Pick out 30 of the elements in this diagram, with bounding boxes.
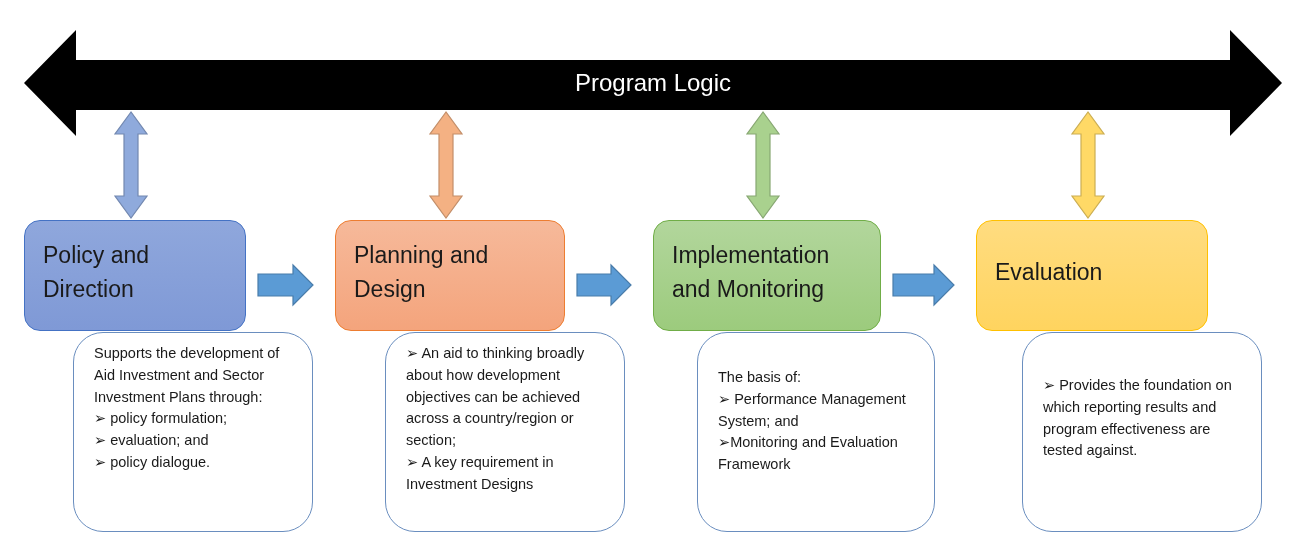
description-text: The basis of: [718, 368, 802, 387]
description-text: ➢ Provides the foundation on which reporting results and program effectiveness are tested against. [1043, 376, 1233, 461]
description-text: Supports the development of Aid Investment and Sector Investment Plans through: [94, 344, 281, 407]
stage-title: Policy and Direction [43, 241, 151, 304]
description-text: ➢ policy formulation; [94, 409, 229, 429]
double-arrow [113, 110, 149, 220]
stage-title: Evaluation [995, 257, 1103, 287]
description-text: ➢ An aid to thinking broadly about how development objectives can be achieved across a country/region or section; [406, 344, 586, 450]
stage-box [653, 220, 881, 331]
description-box [385, 332, 625, 532]
description-box [697, 332, 935, 532]
description-box [1022, 332, 1262, 532]
description-box [73, 332, 313, 532]
block-arrow [576, 263, 632, 307]
stage-box [24, 220, 246, 331]
double-arrow [428, 110, 464, 220]
description-text: ➢ A key requirement in Investment Designs [406, 452, 555, 494]
stage-title: Planning and Design [354, 241, 490, 304]
stage-box [335, 220, 565, 331]
block-arrow [257, 263, 314, 307]
block-arrow [892, 263, 955, 307]
description-text: ➢ evaluation; and [94, 431, 210, 450]
stage-title: Implementation and Monitoring [672, 241, 831, 304]
description-text: ➢ Performance Management System; and [718, 389, 907, 431]
banner-label: Program Logic [574, 69, 732, 97]
description-text: ➢ policy dialogue. [94, 452, 212, 472]
double-arrow [745, 110, 781, 220]
double-arrow [1070, 110, 1106, 220]
description-text: ➢Monitoring and Evaluation Framework [718, 433, 899, 474]
stage-box [976, 220, 1208, 331]
